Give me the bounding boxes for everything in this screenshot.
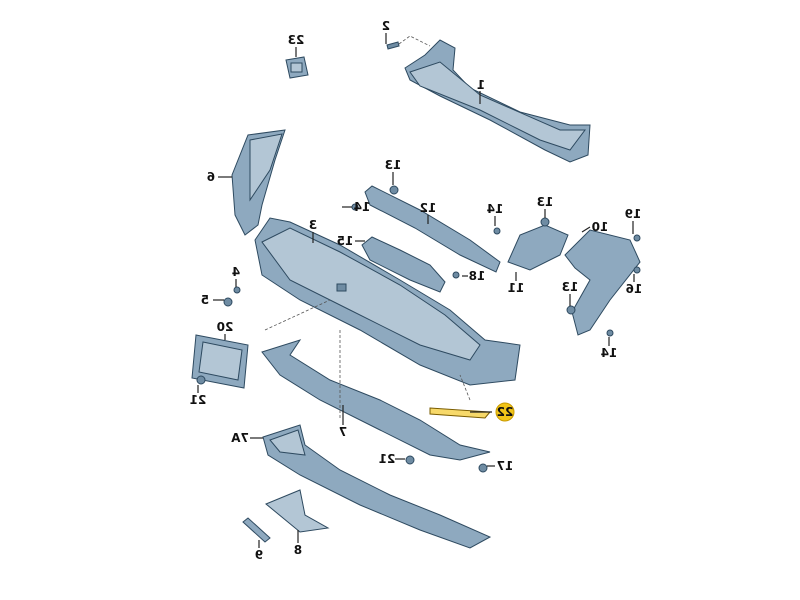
part-7a-spoiler[interactable] [262, 424, 492, 549]
callout-13[interactable]: 13 [385, 158, 402, 172]
callout-13[interactable]: 13 [537, 195, 554, 209]
callout-7[interactable]: 7 [339, 425, 347, 439]
callout-4[interactable]: 4 [232, 265, 240, 279]
callout-9[interactable]: 9 [255, 548, 263, 562]
part-15-reinforcement[interactable] [361, 236, 446, 293]
part-2-bolt[interactable] [386, 35, 431, 50]
part-10-bracket-right[interactable] [564, 229, 641, 336]
part-22-trim-strip[interactable] [429, 407, 492, 419]
callout-21[interactable]: 21 [379, 452, 396, 466]
callout-21[interactable]: 21 [190, 393, 207, 407]
callout-16[interactable]: 16 [626, 282, 643, 296]
callout-13[interactable]: 13 [562, 280, 579, 294]
callout-1[interactable]: 1 [477, 78, 485, 92]
callout-22[interactable]: 22 [497, 405, 514, 419]
callout-15[interactable]: 15 [337, 234, 354, 248]
callout-17[interactable]: 17 [497, 459, 514, 473]
callout-8[interactable]: 8 [294, 543, 302, 557]
part-11-bracket-left[interactable] [507, 224, 569, 271]
callout-18[interactable]: 18 [469, 269, 486, 283]
callout-19[interactable]: 19 [625, 207, 642, 221]
callout-12[interactable]: 12 [420, 201, 437, 215]
callout-23[interactable]: 23 [288, 33, 305, 47]
part-6-wheelhouse-liner[interactable] [231, 129, 286, 236]
part-9-strip[interactable] [242, 517, 271, 543]
callout-20[interactable]: 20 [217, 320, 234, 334]
callout-14[interactable]: 14 [601, 346, 618, 360]
part-20-license-plate-holder[interactable] [191, 334, 249, 389]
fasteners [196, 185, 641, 473]
part-23-bracket[interactable] [285, 56, 309, 79]
part-7-spoiler[interactable] [261, 339, 491, 461]
callout-10[interactable]: 10 [592, 220, 609, 234]
part-8-cover[interactable] [265, 489, 330, 533]
callout-labels: 23 2 1 6 13 14 12 3 15 14 13 19 10 18 11… [190, 19, 643, 562]
leader-lines [197, 33, 635, 548]
part-12-guide-profile[interactable] [364, 185, 501, 273]
callout-14[interactable]: 14 [354, 200, 371, 214]
callout-7a[interactable]: 7A [230, 431, 248, 445]
callout-2[interactable]: 2 [382, 19, 390, 33]
part-1-impact-bar[interactable] [404, 39, 591, 163]
callout-11[interactable]: 11 [508, 281, 525, 295]
highlight-marker-22[interactable] [495, 402, 515, 422]
callout-3[interactable]: 3 [309, 218, 317, 232]
callout-14[interactable]: 14 [487, 202, 504, 216]
callout-5[interactable]: 5 [201, 293, 209, 307]
callout-6[interactable]: 6 [207, 170, 215, 184]
